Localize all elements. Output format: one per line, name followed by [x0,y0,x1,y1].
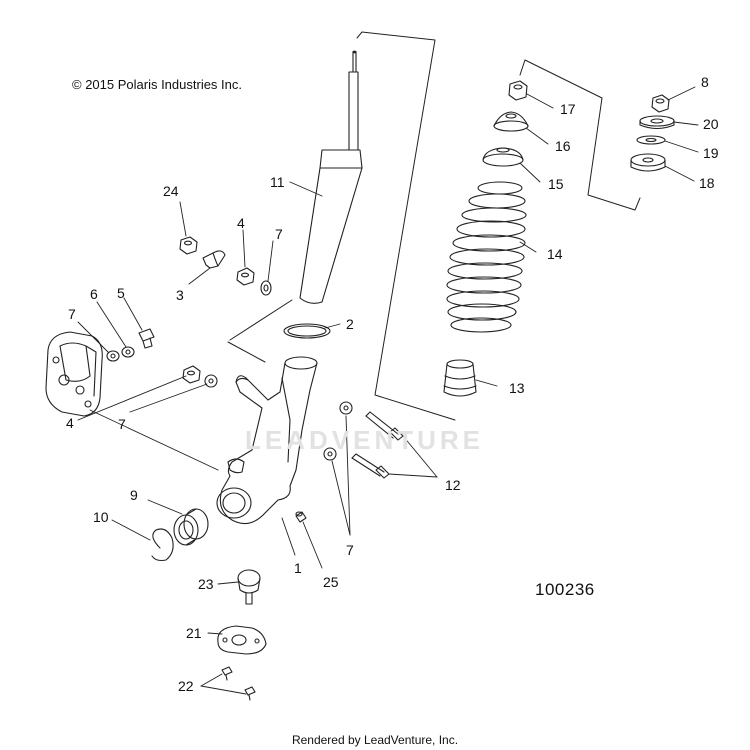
callout-7-right: 7 [346,542,354,558]
callout-7-caliper: 7 [68,306,76,322]
callout-7-lower: 7 [118,416,126,432]
callout-4-upper: 4 [237,215,245,231]
strut-shock-part-11 [299,50,363,304]
callout-1: 1 [294,560,302,576]
copyright-notice: © 2015 Polaris Industries Inc. [72,77,242,92]
washer-part-7-caliper [106,350,120,362]
callout-11: 11 [270,174,285,190]
callout-7-upper: 7 [275,226,283,242]
callout-3: 3 [176,287,184,303]
callout-2: 2 [346,316,354,332]
o-ring-part-2 [283,323,331,339]
callout-17: 17 [560,101,576,117]
spring-seat-part-15 [482,147,524,167]
brake-line-clip-part-3 [202,250,226,269]
nut-part-4-upper [236,267,255,286]
bleeder-screw-part-5 [138,328,155,349]
ball-joint-part-23 [237,569,261,605]
washer-part-7-lower [204,374,218,388]
callout-23: 23 [198,576,214,592]
washer-part-7-right [323,401,353,461]
leader-lines [77,86,699,695]
screws-part-22 [221,666,256,701]
drawing-number: 100236 [535,580,595,599]
coil-spring-part-14 [446,181,527,333]
callout-19: 19 [703,145,719,161]
callout-10: 10 [93,509,109,525]
callout-4-lower: 4 [66,415,74,431]
callout-15: 15 [548,176,564,192]
grease-fitting-part-25 [295,511,307,523]
nut-part-8 [651,94,670,113]
callout-21: 21 [186,625,202,641]
washer-part-7-upper [260,280,272,296]
nut-part-4-lower [182,365,201,384]
callout-5: 5 [117,285,125,301]
callout-18: 18 [699,175,715,191]
nut-part-24 [179,236,198,255]
callout-6: 6 [90,286,98,302]
callout-12: 12 [445,477,461,493]
wheel-bearing-part-9 [173,508,209,546]
callout-8: 8 [701,74,709,90]
bushing-part-18 [630,153,666,172]
steering-knuckle-part-1 [216,356,318,525]
callout-20: 20 [703,116,719,132]
washer-part-6 [121,346,135,358]
callout-14: 14 [547,246,563,262]
washer-part-19 [636,135,666,145]
callout-9: 9 [130,487,138,503]
callout-25: 25 [323,574,339,590]
callout-16: 16 [555,138,571,154]
callout-22: 22 [178,678,194,694]
ball-joint-plate-part-21 [217,625,267,655]
top-mount-part-16 [493,111,529,132]
callout-24: 24 [163,183,179,199]
footer-credit: Rendered by LeadVenture, Inc. [291,733,459,747]
bolt-part-12-lower [351,453,390,479]
callout-13: 13 [509,380,525,396]
bump-stop-part-13 [443,359,477,397]
nut-part-17 [508,80,528,101]
watermark-text: LEADVENTURE [245,425,485,455]
washer-part-20 [639,115,675,130]
brake-caliper [45,331,103,417]
group-bracket-lines [227,31,641,421]
snap-ring-part-10 [151,528,174,562]
